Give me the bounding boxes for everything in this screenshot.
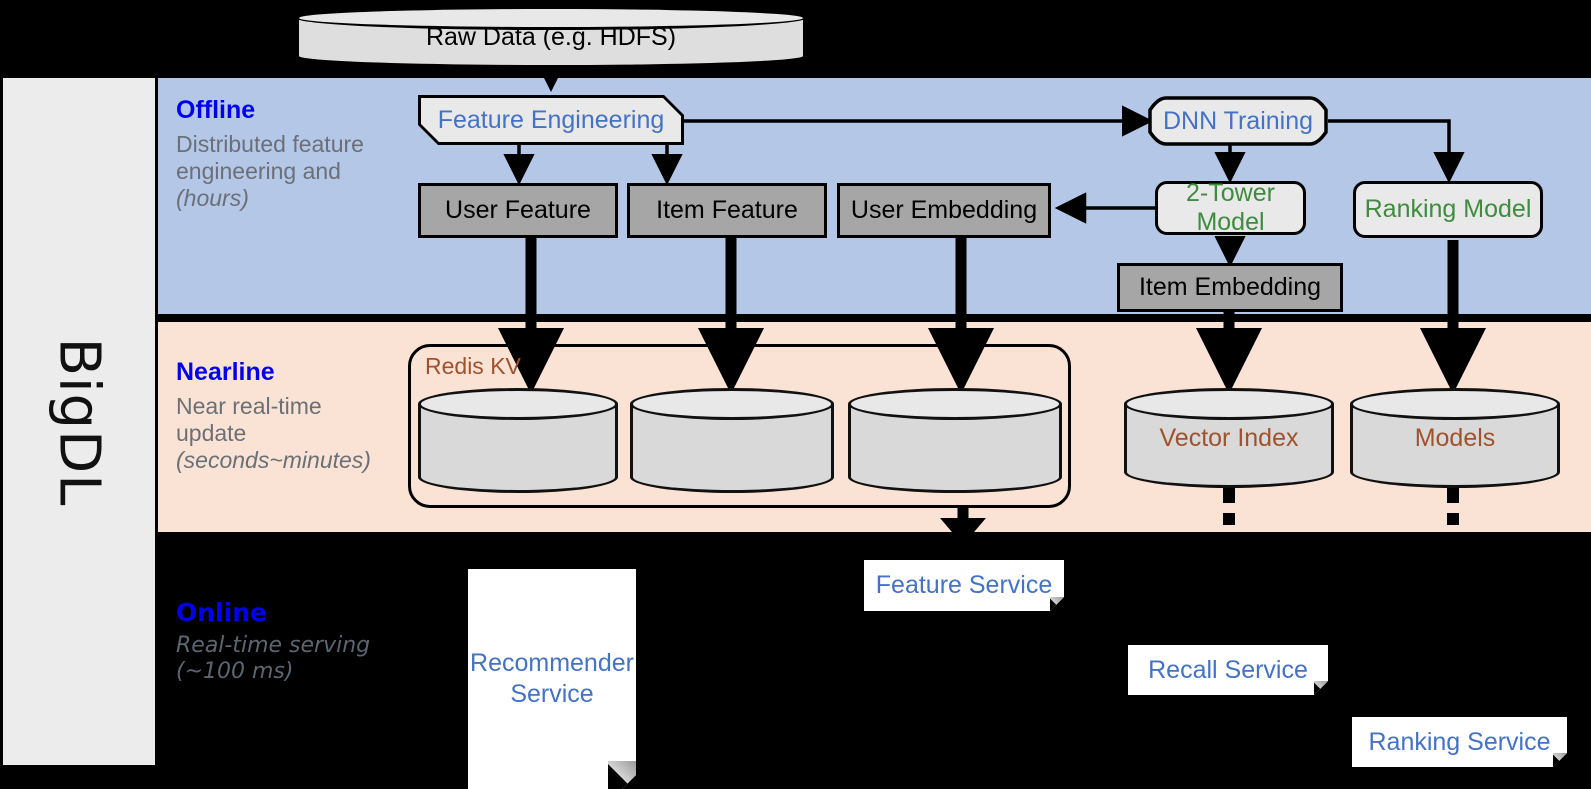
caption-offline-subtitle-text: Distributed feature engineering and: [176, 131, 364, 184]
two-tower-model-label: 2-Tower Model: [1186, 179, 1275, 236]
caption-nearline-latency: (seconds~minutes): [176, 446, 371, 473]
node-recommender-service[interactable]: Recommender Service: [468, 569, 636, 789]
caption-nearline: Nearline Near real-time update (seconds~…: [176, 358, 391, 474]
node-user-feature[interactable]: User Feature: [418, 183, 618, 238]
node-models[interactable]: Models: [1350, 388, 1560, 488]
recommender-service-label-line2: Service: [510, 680, 594, 708]
node-item-embedding[interactable]: Item Embedding: [1117, 263, 1343, 312]
cylinder-top: [630, 388, 834, 420]
node-dnn-training[interactable]: DNN Training: [1148, 96, 1328, 146]
node-raw-data[interactable]: Raw Data (e.g. HDFS): [296, 6, 806, 68]
caption-online-subtitle: Real-time serving (~100 ms): [176, 633, 391, 684]
node-redis-cylinder-user-feature[interactable]: [418, 388, 618, 493]
user-embedding-label: User Embedding: [850, 196, 1038, 224]
caption-offline-title: Offline: [176, 96, 256, 124]
caption-nearline-title: Nearline: [176, 358, 275, 386]
ranking-model-label: Ranking Model: [1364, 195, 1532, 223]
redis-kv-label: Redis KV: [425, 353, 521, 379]
node-ranking-model[interactable]: Ranking Model: [1353, 181, 1543, 238]
dnn-training-inner: DNN Training: [1148, 96, 1328, 146]
sidebar-label: BigDL: [46, 337, 112, 506]
caption-online-title: Online: [176, 598, 267, 627]
recall-service-label: Recall Service: [1148, 655, 1308, 684]
node-redis-cylinder-item-feature[interactable]: [630, 388, 834, 493]
feature-service-label: Feature Service: [875, 571, 1053, 599]
dnn-training-label: DNN Training: [1162, 106, 1314, 135]
caption-nearline-subtitle-text: Near real-time update: [176, 393, 322, 446]
vector-index-label: Vector Index: [1159, 423, 1299, 452]
cylinder-top: [1124, 388, 1334, 420]
item-embedding-label: Item Embedding: [1138, 273, 1322, 301]
feature-engineering-inner: Feature Engineering: [418, 95, 684, 145]
sidebar-bigdl: BigDL: [3, 78, 155, 765]
cylinder-top: [418, 388, 618, 420]
recommender-service-label-line1: Recommender: [470, 648, 634, 677]
cylinder-top: [848, 388, 1062, 420]
node-item-feature[interactable]: Item Feature: [627, 183, 827, 238]
caption-offline-subtitle: Distributed feature engineering and (hou…: [176, 131, 391, 212]
caption-online-subtitle-text: Real-time serving: [176, 633, 371, 658]
node-feature-service[interactable]: Feature Service: [864, 560, 1064, 611]
node-redis-cylinder-user-embedding[interactable]: [848, 388, 1062, 493]
group-redis-kv: Redis KV: [408, 344, 1071, 508]
caption-offline-latency: (hours): [176, 184, 249, 211]
feature-engineering-label: Feature Engineering: [437, 105, 665, 134]
node-vector-index[interactable]: Vector Index: [1124, 388, 1334, 488]
models-label: Models: [1414, 423, 1496, 452]
node-ranking-service[interactable]: Ranking Service: [1352, 717, 1567, 767]
node-feature-engineering[interactable]: Feature Engineering: [418, 95, 684, 145]
raw-data-top: [296, 6, 806, 30]
node-2-tower-model[interactable]: 2-Tower Model: [1155, 179, 1306, 236]
user-feature-label: User Feature: [445, 196, 591, 224]
node-recall-service[interactable]: Recall Service: [1128, 645, 1328, 695]
caption-offline: Offline Distributed feature engineering …: [176, 96, 391, 212]
caption-online-latency: (~100 ms): [176, 658, 294, 684]
caption-nearline-subtitle: Near real-time update (seconds~minutes): [176, 393, 391, 474]
raw-data-label: Raw Data (e.g. HDFS): [425, 22, 677, 51]
item-feature-label: Item Feature: [656, 196, 798, 224]
node-user-embedding[interactable]: User Embedding: [837, 183, 1051, 238]
ranking-service-label: Ranking Service: [1368, 727, 1551, 756]
caption-online: Online Real-time serving (~100 ms): [176, 598, 391, 684]
cylinder-top: [1350, 388, 1560, 420]
